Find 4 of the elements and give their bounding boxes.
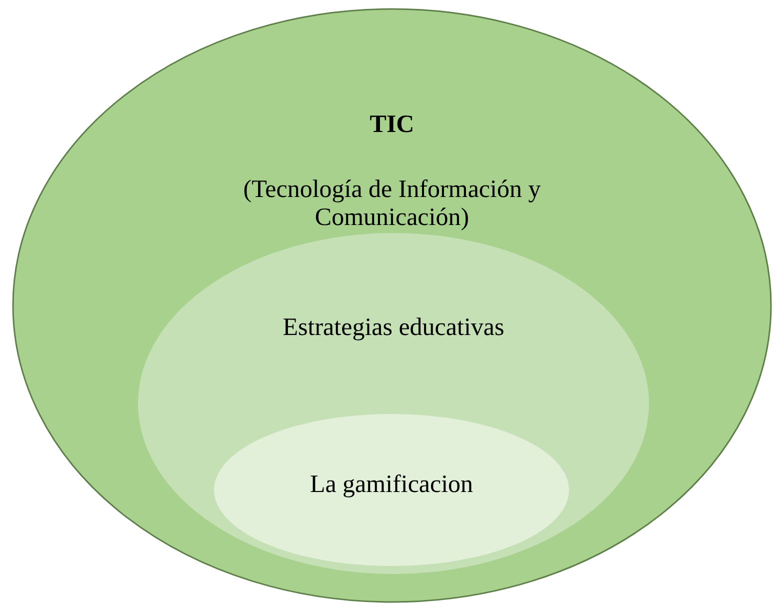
ellipse-label: Estrategias educativas <box>282 314 504 342</box>
heading: TIC <box>370 111 414 139</box>
ellipse-label: La gamificacion <box>310 471 474 499</box>
subtitle-text: (Tecnología de Información y Comunicación) <box>242 176 542 232</box>
